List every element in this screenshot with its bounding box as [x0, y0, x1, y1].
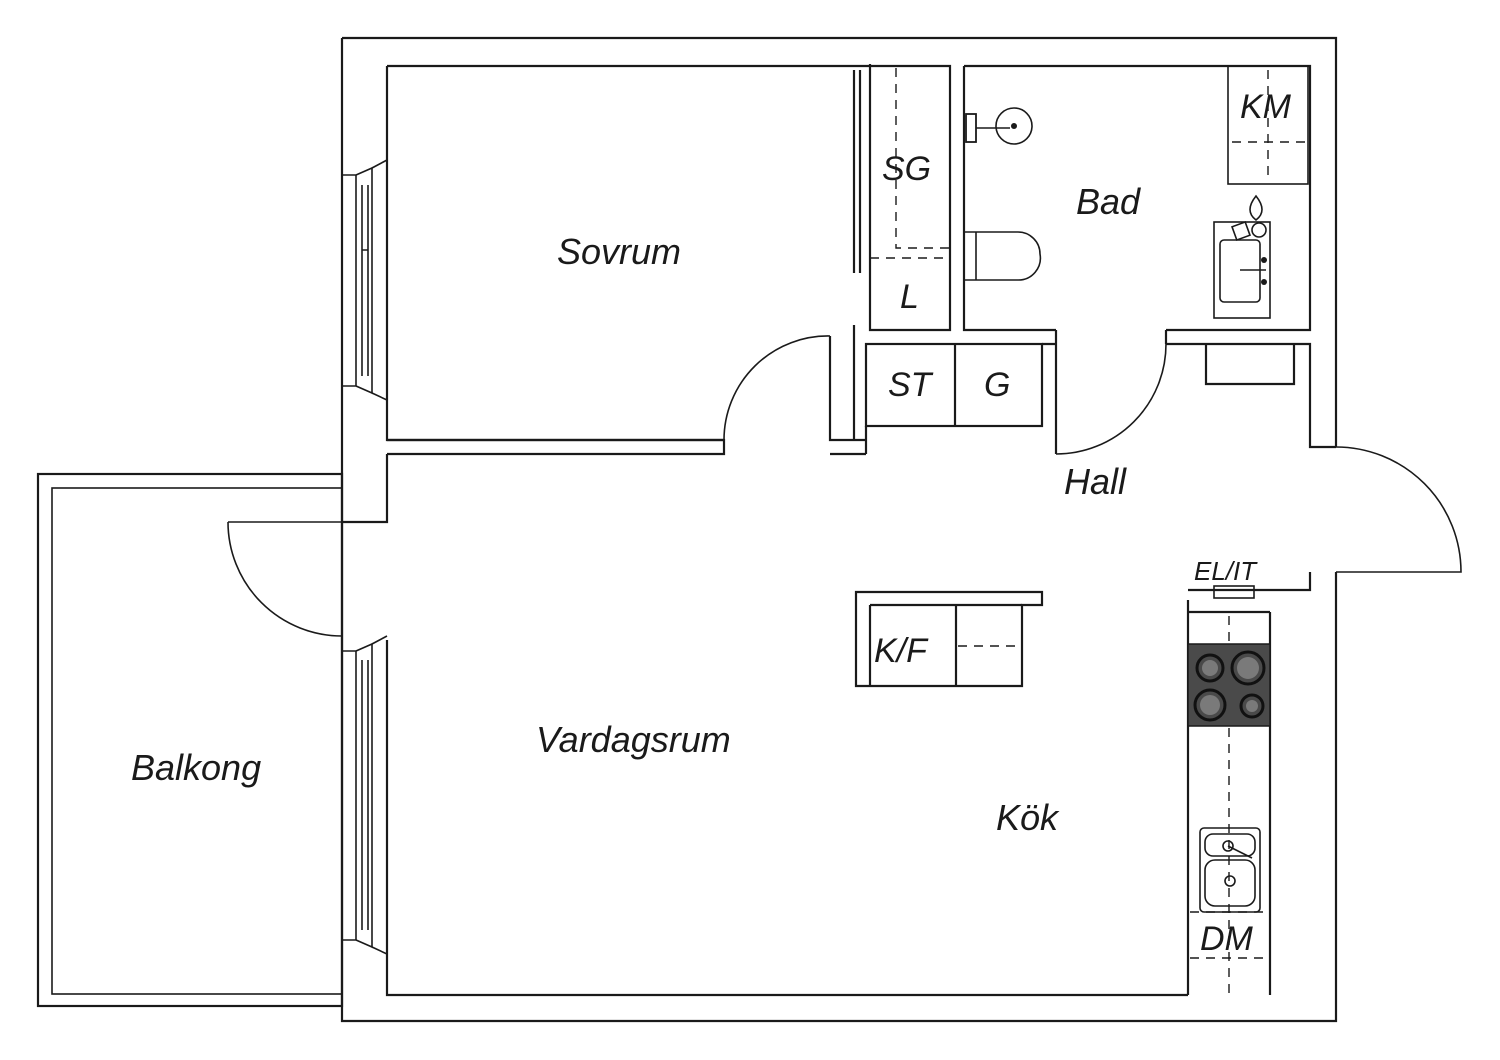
electrical-panel: [1213, 585, 1255, 599]
kitchen-sink-icon: [1199, 827, 1261, 913]
bathroom-walls: [962, 64, 1336, 592]
room-label-balkong: Balkong: [131, 747, 261, 788]
balcony: [36, 472, 344, 1008]
stove-icon: [1187, 643, 1271, 727]
bathroom-door: [1055, 343, 1167, 455]
entrance-door: [1335, 446, 1462, 573]
label-l: L: [900, 278, 919, 316]
label-dm: DM: [1200, 920, 1254, 958]
hall-shelf: [1204, 344, 1296, 386]
bedroom-window: [342, 159, 388, 401]
fridge-freezer: [854, 590, 1044, 688]
label-km: KM: [1240, 88, 1292, 126]
room-label-kok: Kök: [996, 797, 1060, 838]
label-kf: K/F: [874, 632, 929, 670]
label-g: G: [984, 366, 1010, 404]
balcony-door: [227, 521, 343, 637]
room-label-bad: Bad: [1076, 181, 1141, 222]
livingroom-window: [342, 635, 388, 955]
washing-machine: [1227, 65, 1309, 185]
wardrobes: [870, 68, 950, 259]
bathroom-sink-icon: [1213, 194, 1271, 319]
room-label-hall: Hall: [1064, 461, 1127, 502]
bedroom-door: [723, 335, 831, 441]
bedroom-walls: [387, 64, 952, 456]
storage-cabinets: [864, 342, 1056, 454]
room-label-vardagsrum: Vardagsrum: [536, 719, 731, 760]
room-label-sovrum: Sovrum: [557, 231, 681, 272]
shower-icon: [965, 107, 1033, 145]
toilet-icon: [964, 231, 1042, 281]
label-st: ST: [888, 366, 934, 404]
label-sg: SG: [882, 150, 931, 188]
label-elit: EL/IT: [1194, 556, 1258, 586]
